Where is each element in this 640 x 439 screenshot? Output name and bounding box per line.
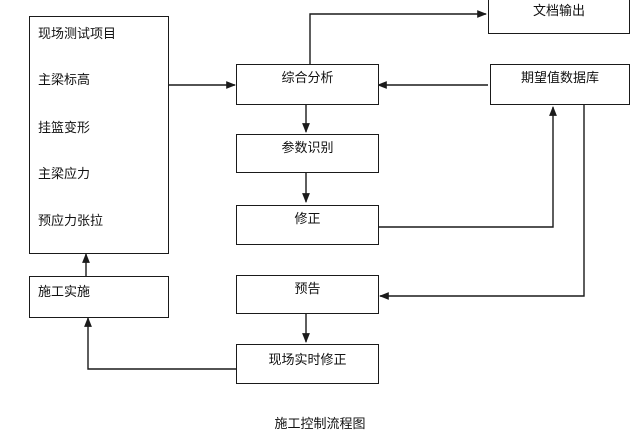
construction-label: 施工实施 [38,285,91,300]
parameter-identification-label: 参数识别 [281,141,334,156]
field-test-items-box: 现场测试项目 主梁标高 挂篮变形 主梁应力 预应力张拉 [29,16,169,254]
construction-box: 施工实施 [29,276,169,318]
field-item-girder-elevation: 主梁标高 [38,73,91,88]
correction-label: 修正 [294,212,321,227]
diagram-caption: 施工控制流程图 [274,417,366,432]
expected-value-database-label: 期望值数据库 [520,71,599,86]
correction-box: 修正 [236,205,379,245]
arrow-realtime-to-construction [84,317,236,370]
parameter-identification-box: 参数识别 [236,134,379,173]
arrow-correction-to-database [378,106,557,228]
realtime-correction-box: 现场实时修正 [236,344,379,384]
field-test-items-title: 现场测试项目 [38,27,117,42]
document-output-label: 文档输出 [532,4,585,19]
field-item-cradle-deformation: 挂篮变形 [38,121,91,136]
arrow-database-to-forecast [379,104,585,300]
forecast-box: 预告 [236,275,379,314]
realtime-correction-label: 现场实时修正 [268,353,347,368]
field-item-prestress-tension: 预应力张拉 [38,214,104,229]
expected-value-database-box: 期望值数据库 [490,64,630,105]
field-item-girder-stress: 主梁应力 [38,167,91,182]
comprehensive-analysis-box: 综合分析 [236,64,379,105]
arrow-analysis-to-document [309,10,487,64]
document-output-box: 文档输出 [488,0,630,34]
comprehensive-analysis-label: 综合分析 [281,71,334,86]
forecast-label: 预告 [294,282,321,297]
